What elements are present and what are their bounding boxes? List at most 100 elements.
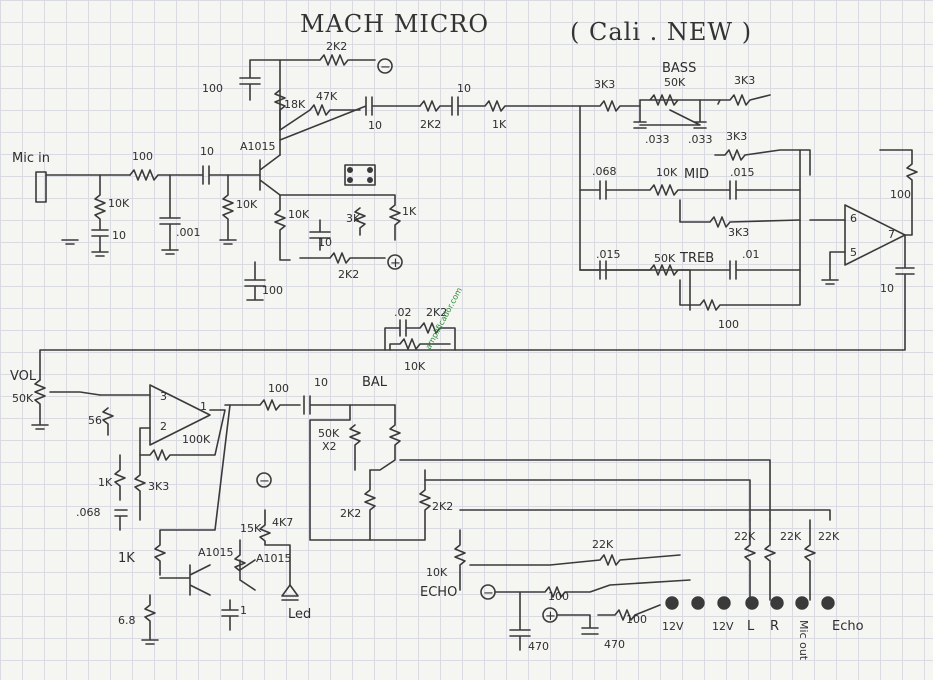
label-c-10-out: 10 <box>368 119 382 132</box>
pot-50k-x2 <box>309 404 401 541</box>
r-3k3-mid <box>679 199 801 228</box>
label-c-100-top: 100 <box>202 82 223 95</box>
label-r-100-in: 100 <box>132 150 153 163</box>
label-c-10-op: 10 <box>880 282 894 295</box>
label-r-22k-c: 22K <box>818 530 840 543</box>
label-r-3k3-mid: 3K3 <box>728 226 749 239</box>
label-c-10-emit: 10 <box>318 236 332 249</box>
r-10k-bias <box>222 174 234 241</box>
r-3k3-b2 <box>714 149 811 176</box>
label-r-10k-bias: 10K <box>236 198 258 211</box>
label-r-3k3-op2: 3K3 <box>148 480 169 493</box>
cap-10-out <box>279 96 421 141</box>
balance-stage: BAL 50K X2 2K2 2K2 <box>309 375 831 541</box>
emitter-network <box>274 194 401 261</box>
label-c-01: .01 <box>742 248 760 261</box>
label-c-02: .02 <box>394 306 412 319</box>
label-c-10-mid: 10 <box>457 82 471 95</box>
label-op2-n: 2 <box>160 420 167 433</box>
r-2k2-bot <box>299 252 386 264</box>
label-r-1k: 1K <box>492 118 507 131</box>
label-pot-50k-vol: 50K <box>12 392 34 405</box>
jack-mic-out <box>795 596 809 610</box>
label-r-1k-right: 1K <box>402 205 417 218</box>
r-3k3-bass-r <box>719 94 771 106</box>
jack-12v-a <box>665 596 679 610</box>
tone-stack: 3K3 BASS 50K 3K3 .033 .033 3K3 .068 10K … <box>579 61 811 331</box>
label-r-10k-emit: 10K <box>288 208 310 221</box>
r-18k <box>274 89 286 131</box>
label-op-out: 7 <box>888 228 895 241</box>
r-56k <box>99 394 151 436</box>
label-j-12v-b: 12V <box>712 620 734 633</box>
label-j-12v-a: 12V <box>662 620 684 633</box>
cap-10-in <box>199 165 261 185</box>
label-r-100-ps: 100 <box>548 590 569 603</box>
r-2k2-c-10-r-1k-chain <box>419 96 581 116</box>
led-driver: 1K A1015 6.8 15K A1015 4K7 − 1 Led <box>118 404 311 645</box>
r-47k-fb <box>279 104 361 131</box>
minus-terminal-top <box>377 58 393 74</box>
mid-branch <box>579 180 801 200</box>
label-plus-ps: + <box>545 609 556 624</box>
label-r-4k7: 4K7 <box>272 516 293 529</box>
label-r-47k: 47K <box>316 90 338 103</box>
label-r-10k-02: 10K <box>404 360 426 373</box>
label-r-2k2-l: 2K2 <box>340 507 361 520</box>
label-j-echo: Echo <box>832 619 864 634</box>
label-c-470-l: 470 <box>528 640 549 653</box>
transistor-a1015-1 <box>259 154 281 196</box>
jack-12v-b <box>691 596 705 610</box>
power-supply: − 470 100 + 470 100 <box>480 579 691 653</box>
opamp-1-inputs <box>809 219 846 285</box>
label-r-1k-op2: 1K <box>98 476 113 489</box>
title: MACH MICRO <box>300 10 489 38</box>
cap-1 <box>221 599 239 631</box>
label-c-015-mid: .015 <box>730 166 755 179</box>
label-r-2k2-mid: 2K2 <box>420 118 441 131</box>
label-r-22k-a: 22K <box>734 530 756 543</box>
label-minus-top: − <box>380 60 391 75</box>
label-pot-10k-echo: 10K <box>426 566 448 579</box>
label-bass: BASS <box>662 61 696 76</box>
label-op2-out: 1 <box>200 400 207 413</box>
r-100-fb <box>679 269 801 311</box>
label-r-2k2-r: 2K2 <box>432 500 453 513</box>
label-r-15k: 15K <box>240 522 262 535</box>
label-led: Led <box>288 607 311 622</box>
label-c-068: .068 <box>592 165 617 178</box>
label-r-18k: 18K <box>284 98 306 111</box>
label-c-015-treb: .015 <box>596 248 621 261</box>
pot-50k-vol <box>31 379 101 430</box>
label-q-a1015-2: A1015 <box>198 546 234 559</box>
r-100k-fb <box>139 409 226 461</box>
label-j-l: L <box>747 619 755 634</box>
label-minus-led: − <box>259 474 270 489</box>
cap-470-l <box>494 591 531 651</box>
tone-frame <box>579 100 691 311</box>
treb-branch <box>579 149 801 280</box>
subtitle: ( Cali . NEW ) <box>570 18 752 46</box>
label-c-10-shunt: 10 <box>112 229 126 242</box>
label-r-100-b: 100 <box>268 382 289 395</box>
opamp-1-output-line <box>39 234 915 381</box>
label-r-22k-b: 22K <box>780 530 802 543</box>
label-r-100-fb: 100 <box>718 318 739 331</box>
output-bus <box>399 459 831 521</box>
transistor-a1015-2 <box>159 564 211 596</box>
label-r-22k: 22K <box>592 538 614 551</box>
label-mid: MID <box>684 167 709 182</box>
label-r-3k-pot: 3K <box>346 212 361 225</box>
r-68 <box>141 594 159 645</box>
r-15k-transistor-a1015-3 <box>234 539 256 591</box>
switch-box <box>344 164 376 186</box>
r-1k-c-068 <box>114 454 128 531</box>
label-c-1: 1 <box>240 604 247 617</box>
label-pot-50k-x2: 50K <box>318 427 340 440</box>
label-r-3k3-b2: 3K3 <box>726 130 747 143</box>
label-minus-ps: − <box>483 586 494 601</box>
resistor-100-in <box>129 169 201 181</box>
label-r-3k3-bass-r: 3K3 <box>734 74 755 87</box>
label-x2: X2 <box>322 440 337 453</box>
